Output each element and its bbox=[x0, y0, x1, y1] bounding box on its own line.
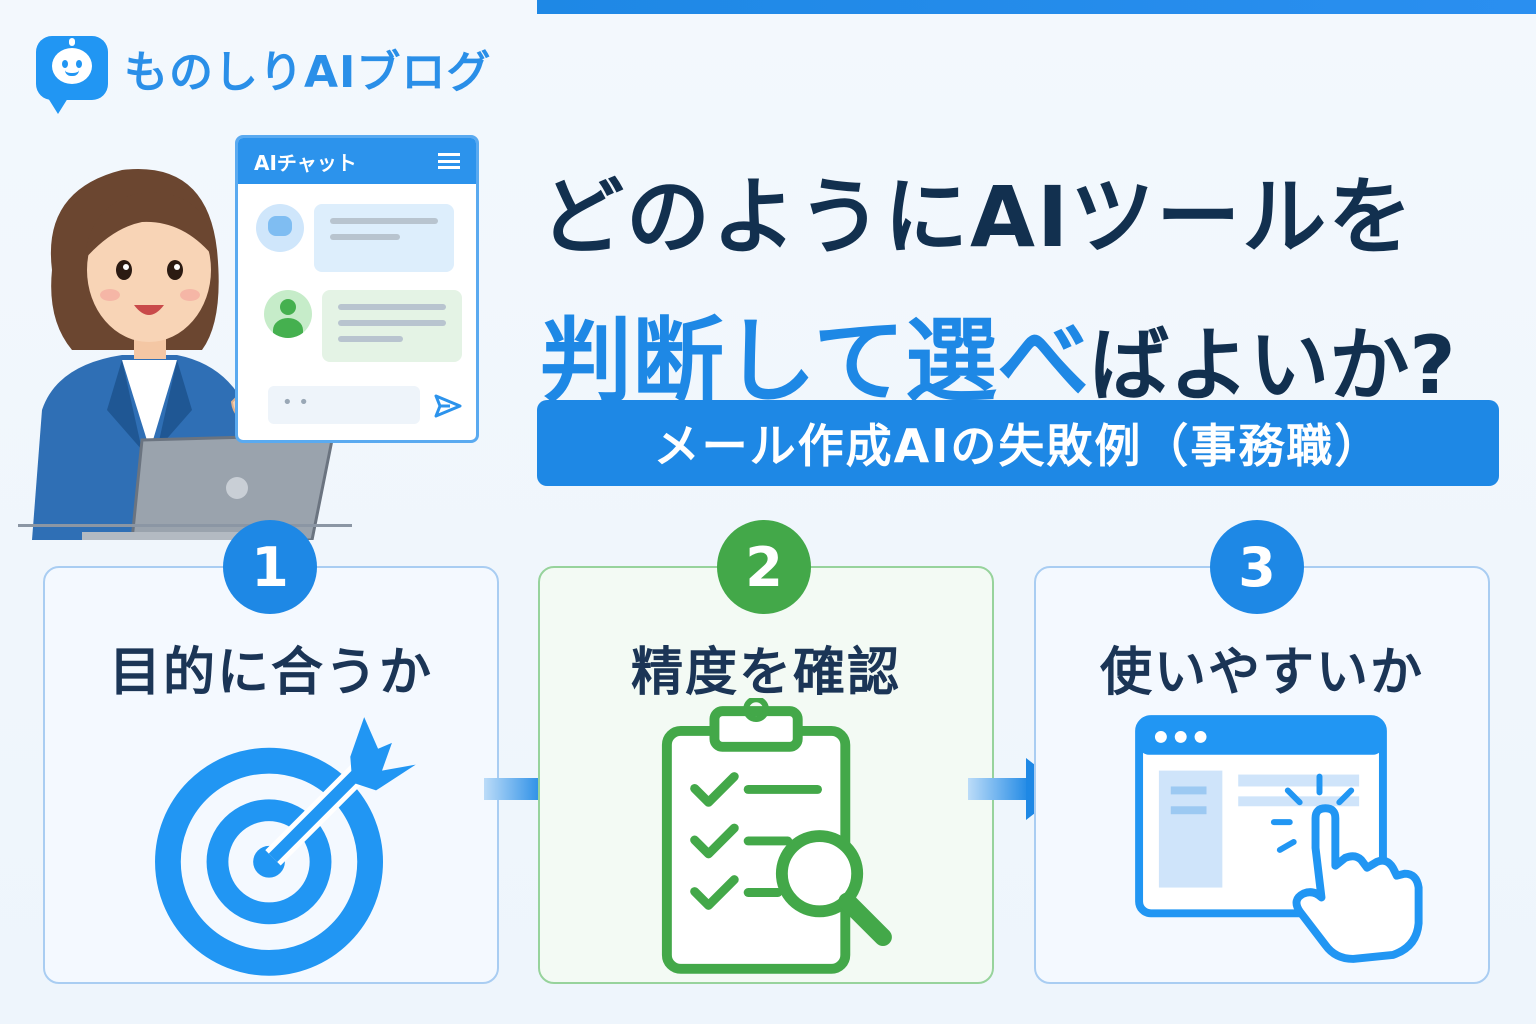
target-icon bbox=[155, 717, 416, 976]
top-accent-bar bbox=[537, 0, 1536, 14]
headline: どのようにAIツールを 判断して選べばよいか? bbox=[540, 150, 1520, 420]
clipboard-search-icon bbox=[661, 698, 892, 974]
headline-rest: ばよいか? bbox=[1089, 319, 1456, 412]
step-card-3: 使いやすいか bbox=[1034, 566, 1490, 984]
bot-message bbox=[256, 204, 454, 272]
chat-header: AIチャット bbox=[238, 138, 476, 184]
step-title-2: 精度を確認 bbox=[630, 643, 901, 703]
bot-bubble bbox=[314, 204, 454, 272]
send-icon[interactable] bbox=[434, 394, 462, 418]
headline-line-2: 判断して選べばよいか? bbox=[540, 287, 1520, 420]
headline-emphasis: 判断して選べ bbox=[540, 308, 1090, 415]
step-number-1: 1 bbox=[223, 520, 317, 614]
step-number-3: 3 bbox=[1210, 520, 1304, 614]
user-message bbox=[264, 290, 462, 362]
step-title-3: 使いやすいか bbox=[1099, 643, 1424, 703]
desk-line bbox=[18, 524, 352, 527]
step-number-2: 2 bbox=[717, 520, 811, 614]
chat-input[interactable]: • • bbox=[268, 386, 420, 424]
user-bubble bbox=[322, 290, 462, 362]
browser-click-icon bbox=[1135, 715, 1423, 963]
brand-name: ものしりAIブログ bbox=[124, 47, 492, 98]
bot-avatar-icon bbox=[256, 204, 304, 252]
chat-title: AIチャット bbox=[254, 150, 357, 175]
ai-chat-window: AIチャット • • bbox=[235, 135, 479, 443]
headline-line-1: どのようにAIツールを bbox=[540, 168, 1415, 266]
subtitle-banner: メール作成AIの失敗例（事務職） bbox=[537, 400, 1499, 486]
step-card-2: 精度を確認 bbox=[538, 566, 994, 984]
step-title-1: 目的に合うか bbox=[108, 643, 433, 703]
office-worker-illustration bbox=[32, 169, 334, 540]
brand-logo[interactable]: ものしりAIブログ bbox=[36, 36, 492, 114]
step-card-1: 目的に合うか bbox=[43, 566, 499, 984]
user-avatar-icon bbox=[264, 290, 312, 338]
menu-icon[interactable] bbox=[438, 153, 460, 169]
robot-chat-icon bbox=[36, 36, 108, 114]
